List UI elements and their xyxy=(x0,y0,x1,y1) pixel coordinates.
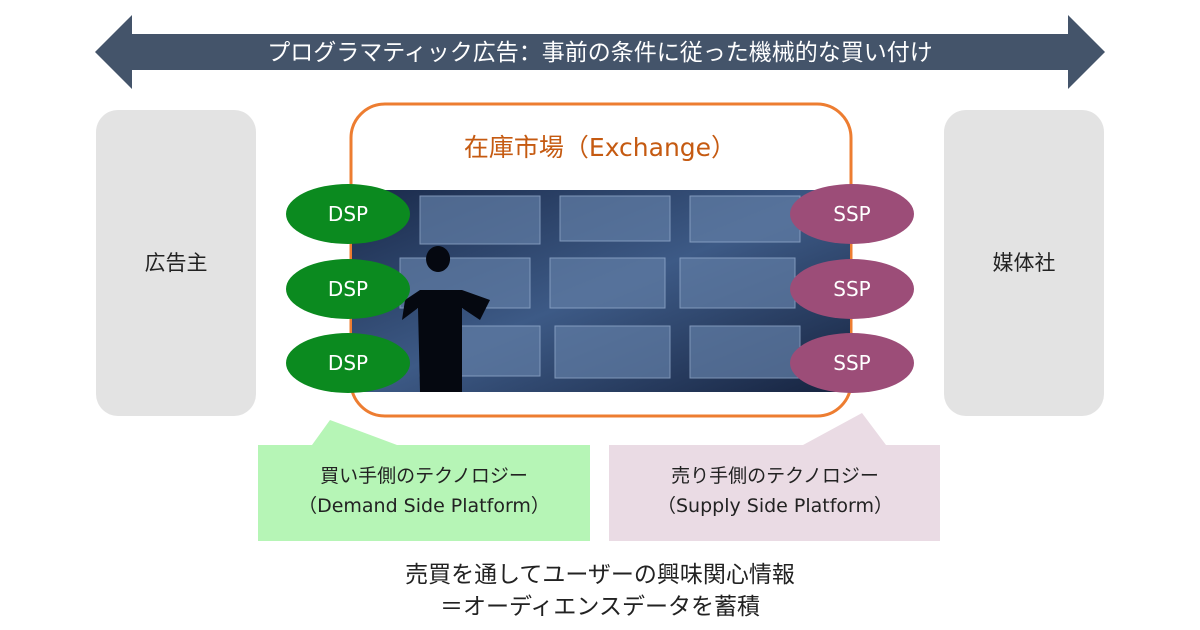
footer-line1: 売買を通してユーザーの興味関心情報 xyxy=(405,562,795,588)
dsp-group: DSP DSP DSP xyxy=(286,184,410,393)
ssp-label: SSP xyxy=(833,277,870,301)
dsp-callout-line1: 買い手側のテクノロジー xyxy=(320,465,528,487)
advertiser-box: 広告主 xyxy=(96,110,256,416)
dsp-label: DSP xyxy=(328,277,368,301)
double-arrow: プログラマティック広告：事前の条件に従った機械的な買い付け xyxy=(95,15,1105,89)
exchange-title: 在庫市場（Exchange） xyxy=(464,133,736,162)
advertiser-label: 広告主 xyxy=(145,251,208,275)
silhouette-figure xyxy=(402,246,490,392)
ssp-group: SSP SSP SSP xyxy=(790,184,914,393)
ssp-callout: 売り手側のテクノロジー （Supply Side Platform） xyxy=(609,413,940,541)
arrow-label: プログラマティック広告：事前の条件に従った機械的な買い付け xyxy=(267,40,933,66)
publisher-label: 媒体社 xyxy=(993,251,1056,275)
dsp-callout: 買い手側のテクノロジー （Demand Side Platform） xyxy=(258,420,590,541)
ssp-label: SSP xyxy=(833,351,870,375)
market-screens-photo xyxy=(352,190,850,392)
publisher-box: 媒体社 xyxy=(944,110,1104,416)
ssp-callout-line2: （Supply Side Platform） xyxy=(657,495,893,517)
dsp-label: DSP xyxy=(328,202,368,226)
ssp-callout-line1: 売り手側のテクノロジー xyxy=(671,465,879,487)
ssp-label: SSP xyxy=(833,202,870,226)
dsp-label: DSP xyxy=(328,351,368,375)
footer-line2: ＝オーディエンスデータを蓄積 xyxy=(440,594,760,620)
dsp-callout-line2: （Demand Side Platform） xyxy=(298,495,550,517)
exchange-box: 在庫市場（Exchange） xyxy=(349,102,853,418)
